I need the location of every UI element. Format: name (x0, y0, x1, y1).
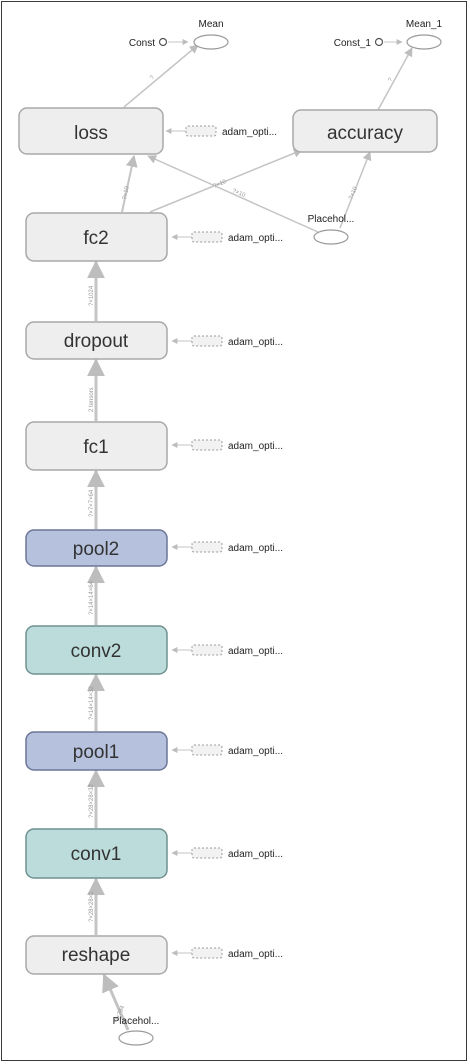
node-loss[interactable]: loss (18, 107, 164, 155)
edge-label-pool2-fc1: ?×7×7×64 (89, 489, 95, 517)
const-1-circle[interactable] (374, 37, 384, 47)
placeholder-top-ellipse[interactable] (313, 229, 349, 245)
placeholder-top-op[interactable]: Placehol... (308, 214, 355, 245)
mean-1-ellipse[interactable] (406, 34, 442, 50)
opt-stub-fc1-label: adam_opti... (228, 441, 283, 452)
edge-fc2-loss (121, 154, 138, 213)
edge-label-loss-mean: ? (149, 74, 156, 81)
node-accuracy[interactable]: accuracy (292, 109, 438, 153)
opt-stub-dropout-label: adam_opti... (228, 337, 283, 348)
node-conv1[interactable]: conv1 (25, 828, 168, 879)
mean-1-op[interactable]: Mean_1 (406, 19, 443, 50)
edge-label-conv1-pool1: ?×28×28×32 (89, 783, 95, 818)
edge-loss-mean (123, 44, 199, 108)
node-accuracy-label: accuracy (327, 123, 404, 144)
node-pool2[interactable]: pool2 (25, 529, 168, 567)
opt-stub-pool2[interactable]: adam_opti... (191, 541, 283, 554)
const-1-label: Const_1 (334, 38, 372, 49)
opt-stub-conv1-label: adam_opti... (228, 849, 283, 860)
edge-label-fc1-dropout: 2 tensors (89, 387, 95, 412)
edge-label-fc2-loss: ?×10 (122, 185, 131, 200)
opt-stub-conv2-label: adam_opti... (228, 646, 283, 657)
placeholder-bottom-label: Placehol... (113, 1016, 160, 1027)
edge-fc2-accuracy (149, 148, 303, 213)
opt-stub-loss[interactable]: adam_opti... (185, 125, 277, 138)
edge-label-pool1-conv2: ?×14×14×32 (89, 685, 95, 720)
opt-stub-fc2-label: adam_opti... (228, 233, 283, 244)
mean-op[interactable]: Mean (193, 19, 229, 50)
opt-stub-reshape[interactable]: adam_opti... (191, 947, 283, 960)
optimizer-stubs: adam_opti... adam_opti... adam_opti... a… (185, 125, 283, 960)
node-dropout-label: dropout (64, 331, 129, 352)
opt-stub-pool2-label: adam_opti... (228, 543, 283, 554)
placeholder-bottom-op[interactable]: Placehol... (113, 1016, 160, 1046)
opt-stub-fc2[interactable]: adam_opti... (191, 231, 283, 244)
opt-stub-conv1[interactable]: adam_opti... (191, 847, 283, 860)
node-pool1[interactable]: pool1 (25, 731, 168, 771)
opt-stub-pool1-label: adam_opti... (228, 746, 283, 757)
opt-stub-pool1[interactable]: adam_opti... (191, 744, 283, 757)
opt-stub-reshape-label: adam_opti... (228, 949, 283, 960)
edge-label-placeholder-loss: ?×10 (231, 188, 246, 199)
node-loss-label: loss (74, 123, 108, 144)
node-reshape-label: reshape (62, 945, 131, 966)
const-circle[interactable] (158, 37, 168, 47)
edge-label-dropout-fc2: ?×1024 (89, 285, 95, 306)
mean-1-label: Mean_1 (406, 19, 443, 30)
edges (87, 39, 413, 1031)
node-pool2-label: pool2 (73, 539, 120, 560)
opt-stub-dropout[interactable]: adam_opti... (191, 335, 283, 348)
node-fc2-label: fc2 (83, 228, 108, 249)
edge-label-accuracy-mean1: ? (388, 77, 395, 83)
edge-placeholder-accuracy (339, 151, 372, 229)
edge-accuracy-mean1 (377, 47, 413, 111)
node-dropout[interactable]: dropout (25, 321, 168, 360)
placeholder-bottom-ellipse[interactable] (118, 1030, 154, 1046)
const-1-op[interactable]: Const_1 (334, 37, 384, 49)
edge-label-reshape-conv1: ?×28×28×1 (89, 891, 95, 922)
edge-label-placeholder-accuracy: ?×10 (348, 185, 359, 200)
node-conv1-label: conv1 (71, 844, 122, 865)
edge-label-fc2-accuracy: ?×10 (213, 179, 228, 190)
edge-placeholder-loss (147, 155, 319, 233)
edge-label-conv2-pool2: ?×14×14×64 (89, 580, 95, 615)
opt-stub-fc1[interactable]: adam_opti... (191, 439, 283, 452)
node-conv2[interactable]: conv2 (25, 625, 168, 675)
mean-label: Mean (198, 19, 223, 30)
node-fc2[interactable]: fc2 (25, 212, 168, 262)
mean-ellipse[interactable] (193, 34, 229, 50)
node-fc1-label: fc1 (83, 437, 108, 458)
placeholder-top-label: Placehol... (308, 214, 355, 225)
node-reshape[interactable]: reshape (25, 935, 168, 975)
node-fc1[interactable]: fc1 (25, 421, 168, 471)
opt-stub-conv2[interactable]: adam_opti... (191, 644, 283, 657)
const-label: Const (129, 38, 155, 49)
opt-stub-loss-label: adam_opti... (222, 127, 277, 138)
node-conv2-label: conv2 (71, 641, 122, 662)
edge-placeholder-reshape (102, 973, 130, 1031)
edge-labels: ? ? ?×10 ?×10 ?×10 ?×10 ?×1024 2 tensors… (89, 74, 395, 1022)
node-pool1-label: pool1 (73, 742, 120, 763)
const-op[interactable]: Const (129, 37, 168, 49)
